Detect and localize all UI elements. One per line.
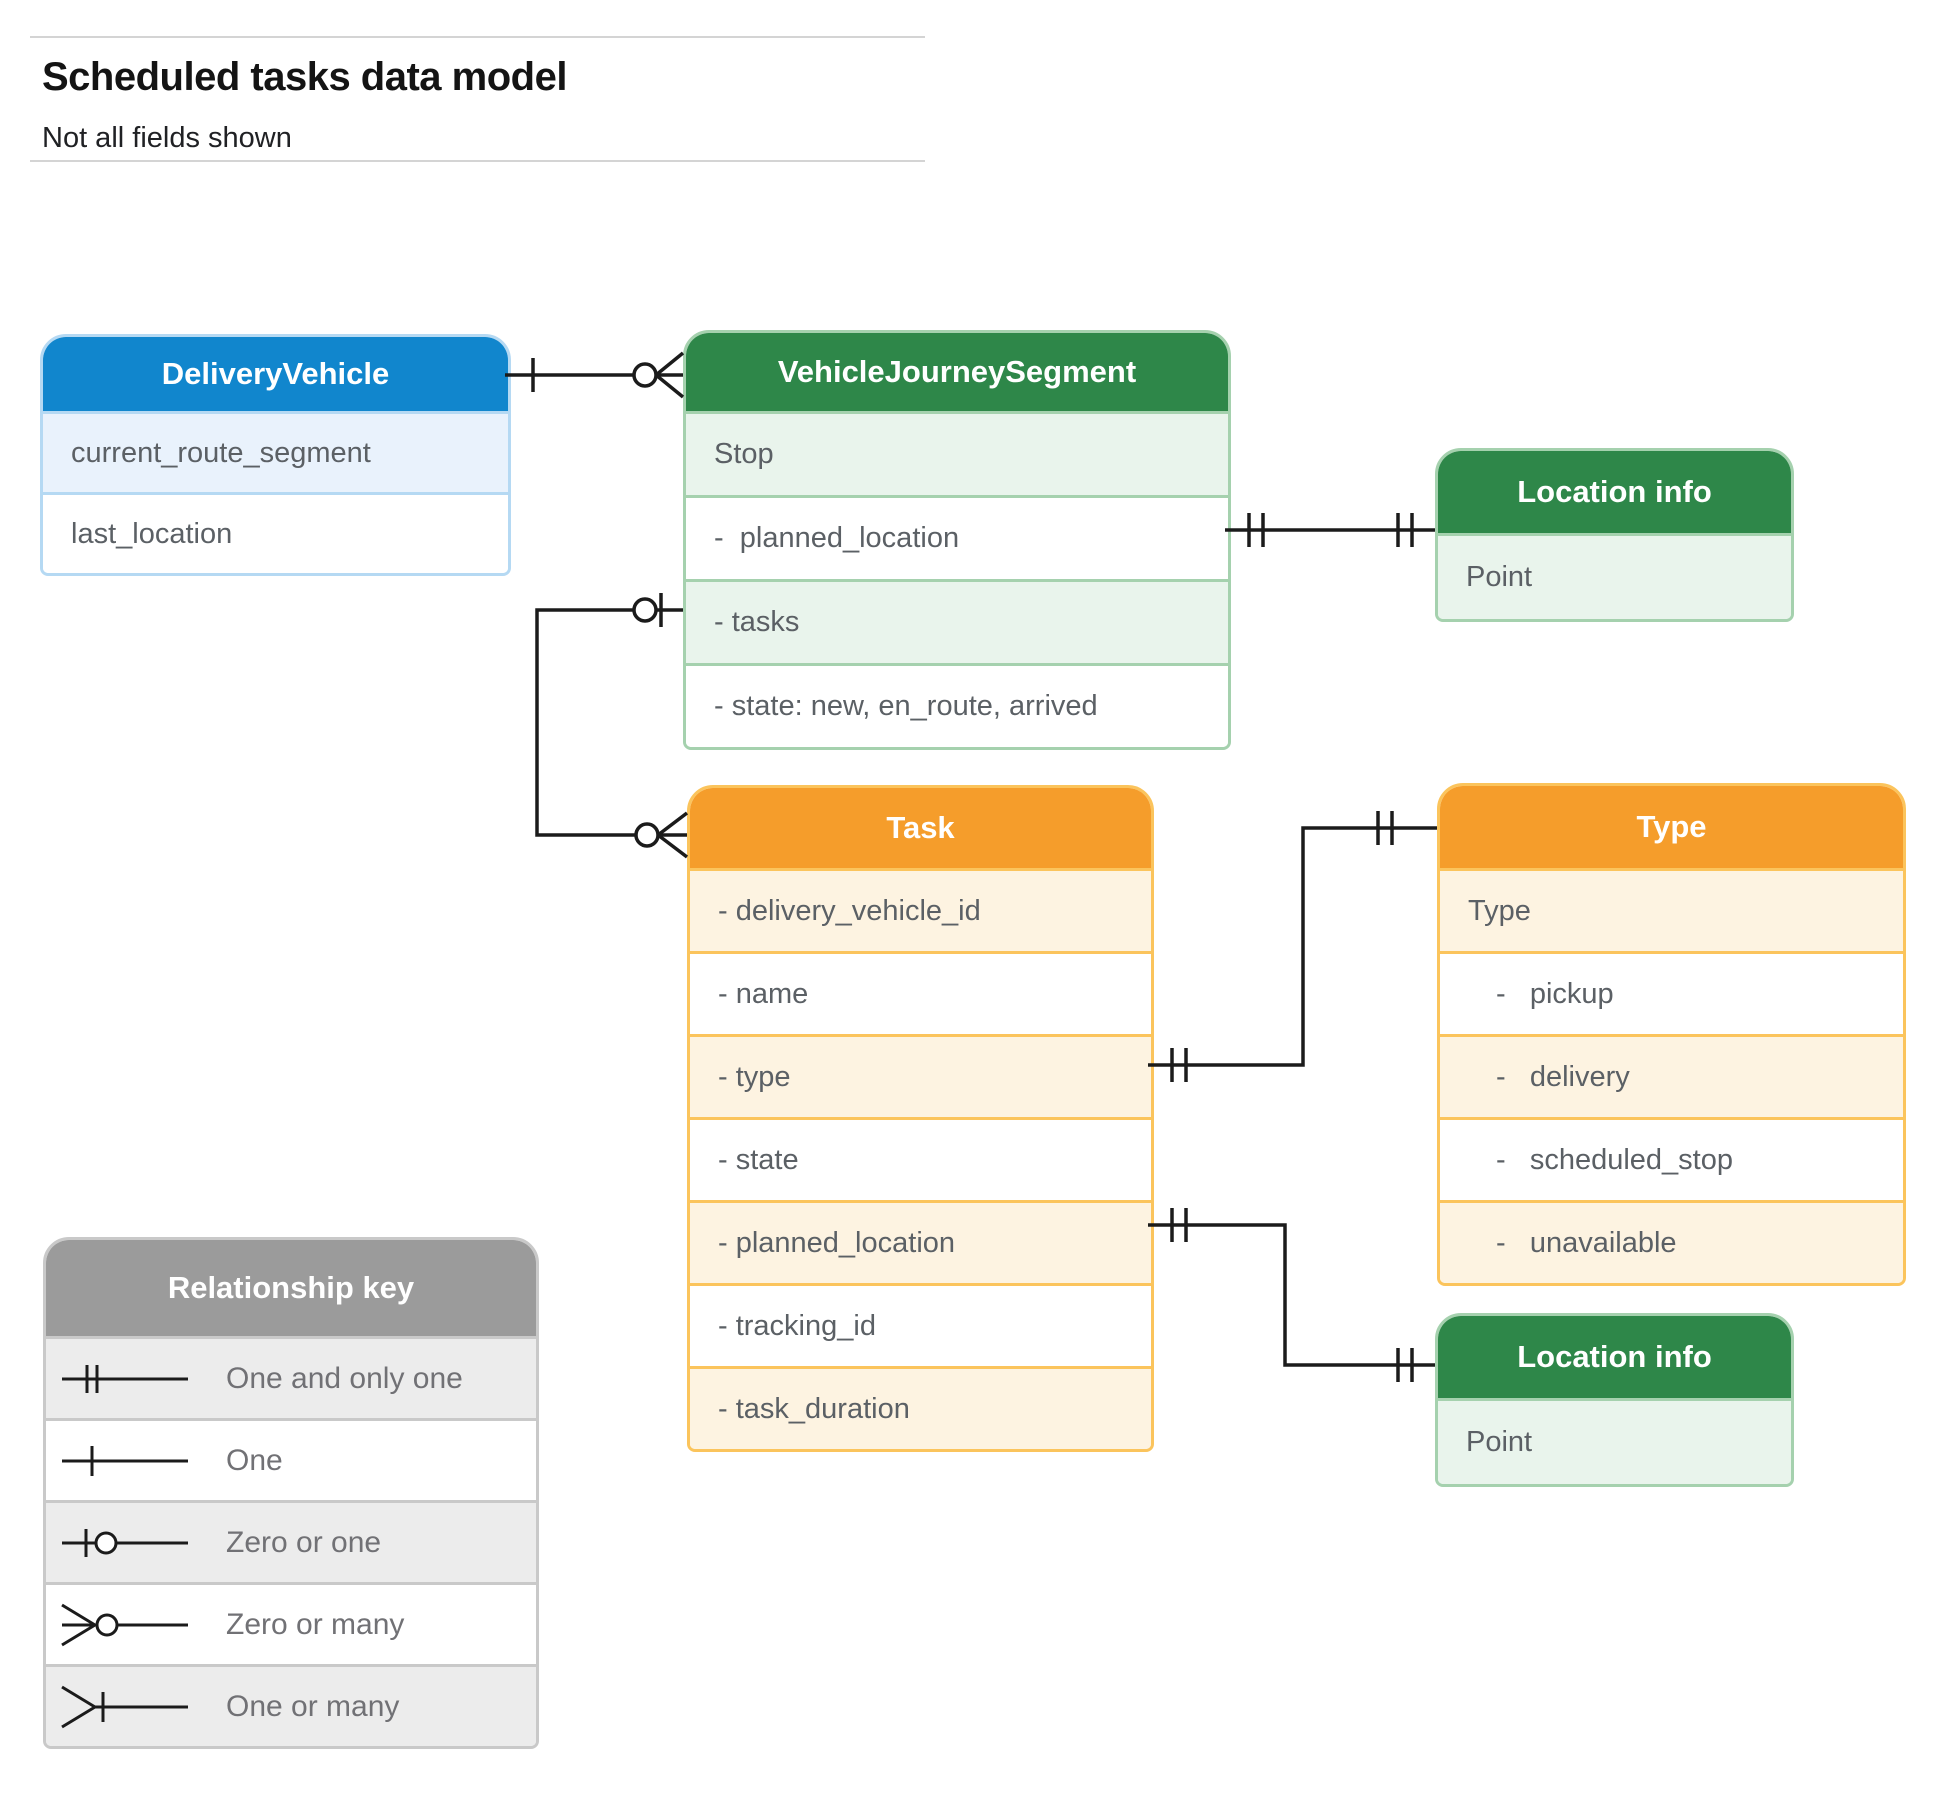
one-or-many-icon [61, 1685, 188, 1728]
field-label: - name [718, 977, 809, 1010]
field-label: - delivery_vehicle_id [718, 894, 981, 927]
field-label: Stop [714, 438, 774, 470]
field-label: - scheduled_stop [1496, 1143, 1733, 1176]
connector-plannedlocation-to-locationinfo-top [1225, 513, 1435, 547]
entity-location-info-bottom: Location info Point [1435, 1313, 1794, 1487]
field-label: - planned_location [718, 1226, 956, 1259]
entity-type: Type Type - pickup - delivery - schedule… [1437, 783, 1906, 1286]
field-label: - pickup [1496, 977, 1614, 1010]
entity-delivery-vehicle: DeliveryVehicle current_route_segment la… [40, 334, 511, 576]
legend-label: One [226, 1443, 283, 1477]
page-subtitle: Not all fields shown [42, 122, 292, 154]
field-label: - planned_location [714, 522, 960, 554]
field-row: - unavailable [1440, 1200, 1903, 1283]
connector-deliveryvehicle-to-vehiclejourneysegment [505, 351, 685, 399]
field-label: - tracking_id [718, 1309, 876, 1342]
field-row: Stop [686, 411, 1228, 495]
field-row: Type [1440, 868, 1903, 951]
field-row: - planned_location [686, 495, 1228, 579]
legend-header: Relationship key [46, 1240, 536, 1336]
legend-row: One [46, 1418, 536, 1500]
legend-row: One or many [46, 1664, 536, 1746]
title-divider [30, 160, 925, 162]
legend-label: One and only one [226, 1361, 463, 1395]
field-label: - unavailable [1496, 1226, 1677, 1259]
field-row: - state [690, 1117, 1151, 1200]
entity-task: Task - delivery_vehicle_id - name - type… [687, 785, 1154, 1452]
legend-row: One and only one [46, 1336, 536, 1418]
legend-row: Zero or one [46, 1500, 536, 1582]
entity-header: DeliveryVehicle [43, 337, 508, 411]
field-row: - delivery_vehicle_id [690, 868, 1151, 951]
field-row: - delivery [1440, 1034, 1903, 1117]
field-label: - task_duration [718, 1392, 910, 1425]
entity-header: Location info [1438, 1316, 1791, 1398]
connector-taskplannedlocation-to-locationinfo-bottom [1148, 1208, 1435, 1382]
field-label: - state [718, 1143, 799, 1176]
field-row: - type [690, 1034, 1151, 1117]
entity-location-info-top: Location info Point [1435, 448, 1794, 622]
connector-tasks-to-task [535, 593, 689, 859]
field-row: - tasks [686, 579, 1228, 663]
legend-label: Zero or many [226, 1607, 405, 1641]
field-row: last_location [43, 492, 508, 573]
field-row: - task_duration [690, 1366, 1151, 1449]
field-row: Point [1438, 1398, 1791, 1484]
field-label: current_route_segment [71, 436, 371, 469]
entity-vehicle-journey-segment: VehicleJourneySegment Stop - planned_loc… [683, 330, 1231, 750]
field-row: Point [1438, 533, 1791, 619]
entity-header: Type [1440, 786, 1903, 868]
entity-header: Task [690, 788, 1151, 868]
field-row: current_route_segment [43, 411, 508, 492]
entity-header: Location info [1438, 451, 1791, 533]
field-row: - state: new, en_route, arrived [686, 663, 1228, 747]
zero-or-one-icon [62, 1528, 188, 1557]
zero-or-many-icon [61, 1603, 188, 1646]
entity-header: VehicleJourneySegment [686, 333, 1228, 411]
field-row: - scheduled_stop [1440, 1117, 1903, 1200]
field-label: - delivery [1496, 1060, 1630, 1093]
field-label: Point [1466, 561, 1533, 593]
field-row: - name [690, 951, 1151, 1034]
legend-row: Zero or many [46, 1582, 536, 1664]
field-label: last_location [71, 517, 233, 550]
field-label: - state: new, en_route, arrived [714, 690, 1098, 722]
connector-tasktype-to-type [1148, 811, 1437, 1082]
field-label: Point [1466, 1426, 1533, 1458]
legend-label: Zero or one [226, 1525, 382, 1559]
page-title: Scheduled tasks data model [42, 55, 567, 99]
legend-label: One or many [226, 1689, 400, 1723]
field-row: - planned_location [690, 1200, 1151, 1283]
one-icon [62, 1445, 188, 1476]
relationship-key-legend: Relationship key One and only one One Ze… [43, 1237, 539, 1749]
field-label: - tasks [714, 606, 800, 638]
field-label: - type [718, 1060, 791, 1093]
top-divider [30, 36, 925, 38]
field-row: - tracking_id [690, 1283, 1151, 1366]
one-and-only-one-icon [62, 1364, 188, 1393]
field-row: - pickup [1440, 951, 1903, 1034]
field-label: Type [1468, 894, 1531, 927]
